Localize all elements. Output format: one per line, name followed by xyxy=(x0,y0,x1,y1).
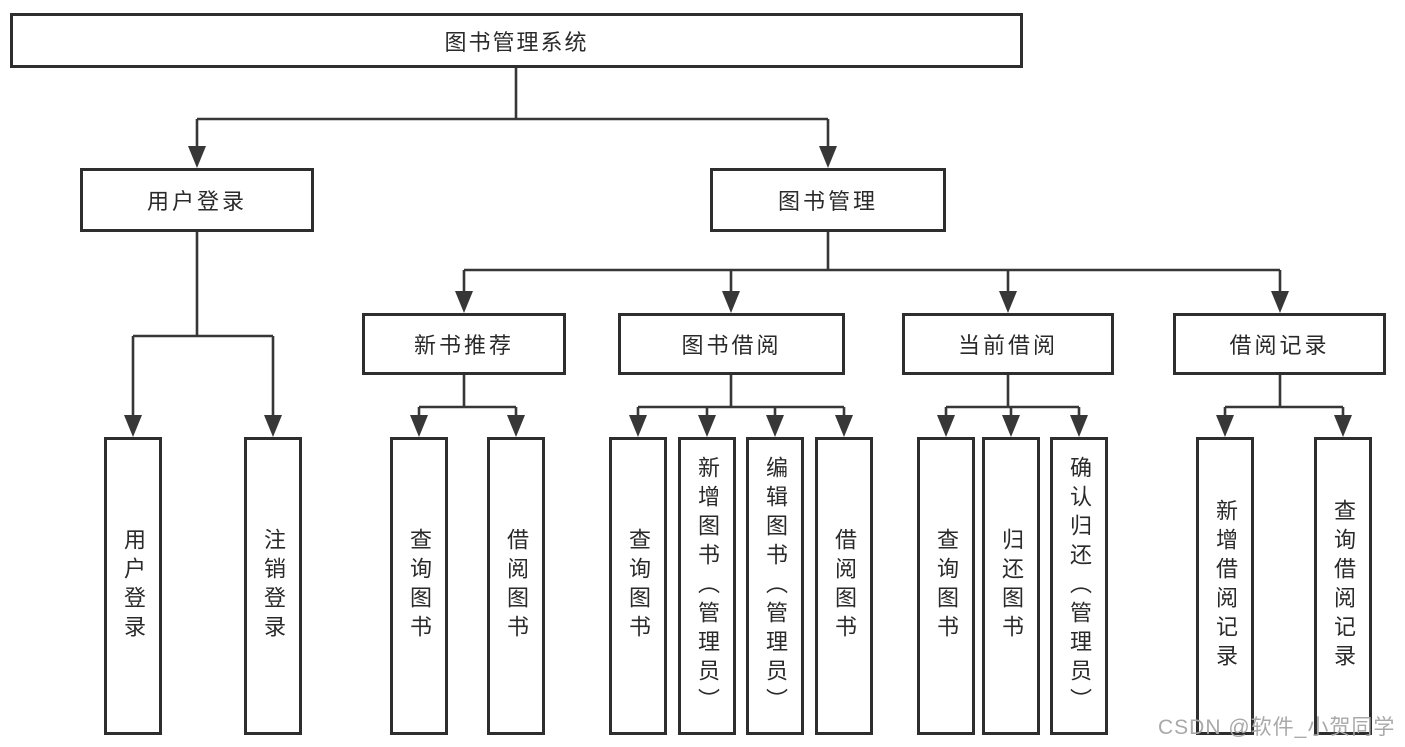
node-leaf-add-borrow-record: 新增借阅记录 xyxy=(1196,437,1254,735)
node-leaf-query-books-3: 查询图书 xyxy=(917,437,975,735)
csdn-watermark: CSDN @软件_小贺同学 xyxy=(1158,716,1396,739)
node-leaf-return-books: 归还图书 xyxy=(982,437,1040,735)
node-label: 图书管理系统 xyxy=(444,29,589,55)
node-user-login: 用户登录 xyxy=(80,168,314,232)
node-leaf-logout: 注销登录 xyxy=(244,437,302,735)
node-book-borrow: 图书借阅 xyxy=(618,313,845,375)
node-leaf-query-borrow-record: 查询借阅记录 xyxy=(1314,437,1372,735)
connector-user-login-children xyxy=(124,232,282,437)
node-label: 借阅记录 xyxy=(1229,333,1330,358)
node-label: 确认归还（管理员） xyxy=(1067,455,1092,717)
node-leaf-add-books-admin: 新增图书（管理员） xyxy=(678,437,736,735)
node-label: 编辑图书（管理员） xyxy=(763,455,788,717)
node-leaf-query-books-1: 查询图书 xyxy=(390,437,448,735)
node-leaf-borrow-books-1: 借阅图书 xyxy=(487,437,545,735)
node-borrow-records: 借阅记录 xyxy=(1173,313,1386,375)
node-leaf-borrow-books-2: 借阅图书 xyxy=(815,437,873,735)
node-label: 查询借阅记录 xyxy=(1331,499,1356,673)
connector-book-management-children xyxy=(455,232,1289,313)
node-current-borrow: 当前借阅 xyxy=(902,313,1114,375)
connector-current-borrow-children xyxy=(937,375,1088,437)
node-label: 归还图书 xyxy=(999,528,1024,644)
node-book-management: 图书管理 xyxy=(710,168,946,232)
node-leaf-edit-books-admin: 编辑图书（管理员） xyxy=(746,437,804,735)
node-label: 新增图书（管理员） xyxy=(695,455,720,717)
node-label: 新增借阅记录 xyxy=(1213,499,1238,673)
node-label: 新书推荐 xyxy=(413,333,514,358)
node-label: 借阅图书 xyxy=(832,528,857,644)
node-new-book-recommend: 新书推荐 xyxy=(362,313,566,375)
node-label: 图书借阅 xyxy=(681,333,782,358)
node-label: 查询图书 xyxy=(626,528,651,644)
node-label: 图书管理 xyxy=(777,189,878,214)
node-leaf-user-login: 用户登录 xyxy=(104,437,162,735)
node-label: 查询图书 xyxy=(407,528,432,644)
node-label: 借阅图书 xyxy=(504,528,529,644)
node-leaf-query-books-2: 查询图书 xyxy=(609,437,667,735)
node-root: 图书管理系统 xyxy=(10,13,1023,68)
node-label: 当前借阅 xyxy=(957,333,1058,358)
connector-book-borrow-children xyxy=(629,375,853,437)
node-label: 查询图书 xyxy=(934,528,959,644)
connector-root-to-level1 xyxy=(188,68,837,168)
node-label: 注销登录 xyxy=(261,528,286,644)
connector-borrow-records-children xyxy=(1216,375,1352,437)
connector-new-book-recommend-children xyxy=(410,375,525,437)
node-label: 用户登录 xyxy=(146,189,247,214)
node-label: 用户登录 xyxy=(121,528,146,644)
node-leaf-confirm-return-admin: 确认归还（管理员） xyxy=(1050,437,1108,735)
